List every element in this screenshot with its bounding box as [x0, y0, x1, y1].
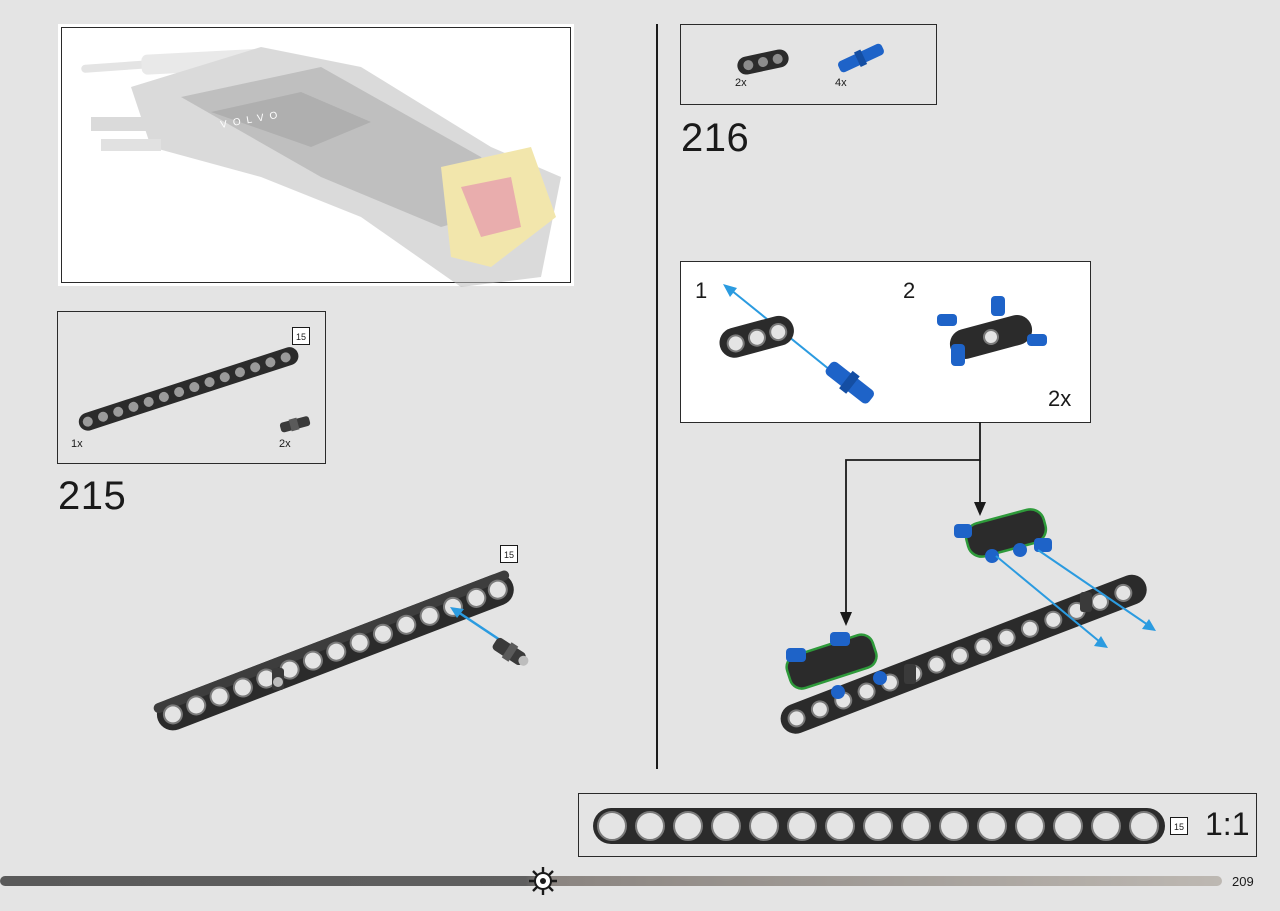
- left-subassembly-highlight: [785, 632, 887, 699]
- blue-pin-qty: 4x: [835, 77, 847, 89]
- substep-2-illustration: [937, 296, 1047, 366]
- footer-progress-bar: [0, 876, 1222, 886]
- beam-3-qty: 2x: [735, 77, 747, 89]
- scale-bar-box: 15 1:1: [578, 793, 1257, 857]
- substep-1-illustration: [719, 284, 874, 404]
- subassembly-box: 1 2 2x: [680, 261, 1091, 423]
- beam-part-icon: [78, 347, 299, 431]
- beam-length-badge: 15: [292, 327, 310, 345]
- right-subassembly-highlight: [954, 508, 1052, 563]
- scale-label: 1:1: [1205, 806, 1250, 842]
- subassembly-multiplier: 2x: [1048, 386, 1072, 411]
- scale-beam-illustration: [593, 808, 1165, 844]
- connector-pin-qty: 2x: [279, 438, 291, 450]
- overview-model-illustration: VOLVO: [81, 47, 561, 287]
- gear-icon: [529, 867, 557, 895]
- connector-pin-part-icon: [279, 416, 311, 433]
- assembly-215-length-badge: 15: [500, 545, 518, 563]
- substep-2-number: 2: [903, 278, 916, 303]
- blue-pin-part-icon: [838, 43, 884, 73]
- step-216-number: 216: [681, 116, 750, 160]
- page-divider: [656, 24, 658, 769]
- step-216-parts-list: 2x 4x: [680, 24, 937, 105]
- substep-1-number: 1: [695, 278, 708, 303]
- overview-image-box: VOLVO: [58, 24, 574, 287]
- step-216-assembly-illustration: [780, 422, 1156, 734]
- beam-qty: 1x: [71, 438, 83, 450]
- step-215-parts-list: 15 1x 2x: [57, 311, 326, 464]
- page-number: 209: [1232, 874, 1254, 889]
- beam-3-part-icon: [737, 49, 789, 75]
- step-215-assembly-illustration: [153, 570, 529, 731]
- step-215-number: 215: [58, 474, 127, 518]
- scale-length-badge: 15: [1170, 817, 1188, 835]
